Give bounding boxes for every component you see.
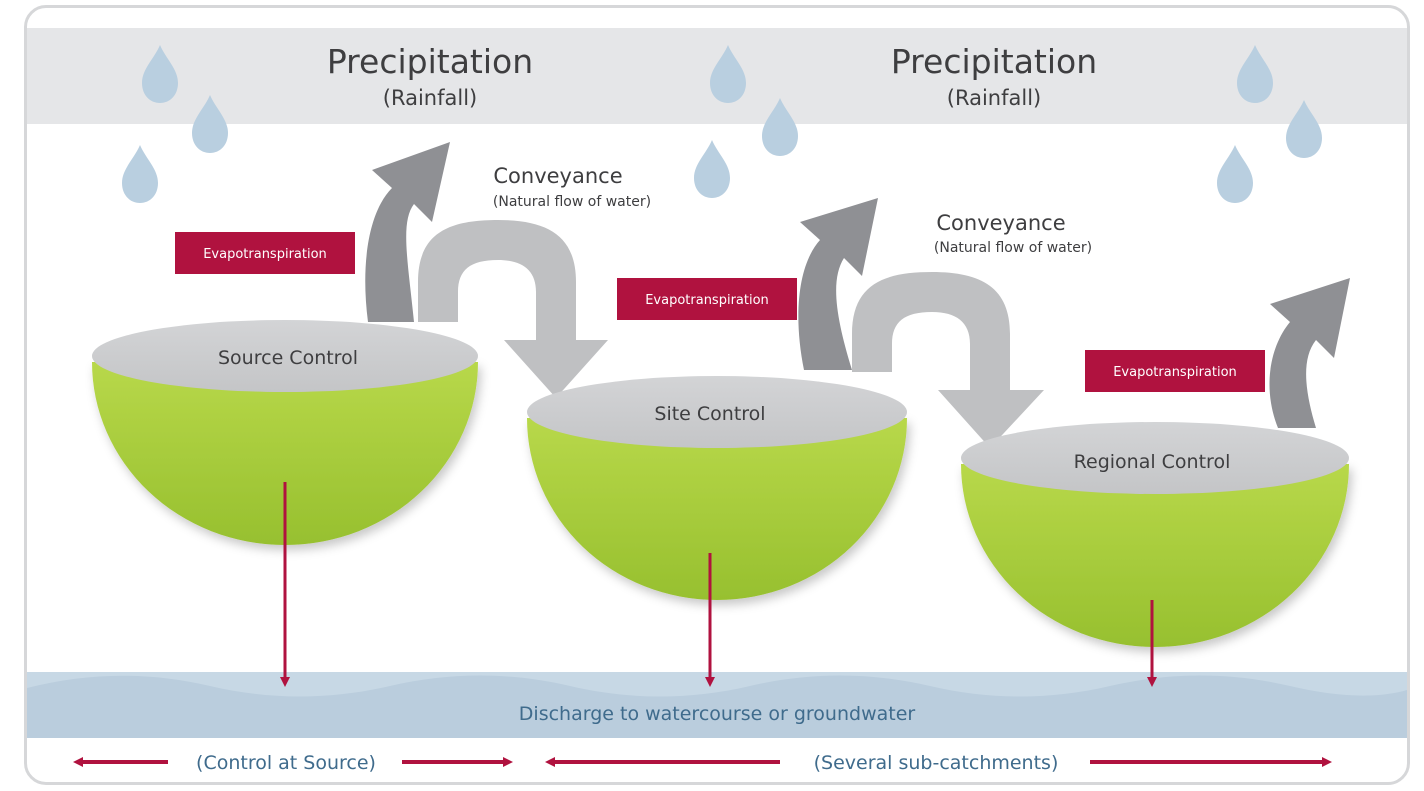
evapotranspiration-badge-3: Evapotranspiration [1085,350,1265,392]
site-control-label: Site Control [654,403,765,425]
svg-text:Evapotranspiration: Evapotranspiration [645,293,769,308]
conveyance-arrows [418,220,1044,448]
discharge-arrows [280,482,1157,687]
raindrop-icon [122,145,158,203]
raindrop-icon [1217,145,1253,203]
raindrop-icon [694,140,730,198]
conveyance-subtitle-2: (Natural flow of water) [934,240,1092,256]
conveyance-title-2: Conveyance [936,211,1065,235]
evapotranspiration-badge-1: Evapotranspiration [175,232,355,274]
discharge-band [27,672,1407,738]
conveyance-arrow-1 [418,220,608,398]
conveyance-title-1: Conveyance [493,164,622,188]
precipitation-title-2: Precipitation [891,42,1097,81]
conveyance-subtitle-1: (Natural flow of water) [493,194,651,210]
evapotranspiration-arrow-3 [1269,278,1350,428]
site-control-bowl: Site Control [527,376,907,600]
svg-text:Evapotranspiration: Evapotranspiration [1113,365,1237,380]
discharge-label: Discharge to watercourse or groundwater [519,703,916,725]
evapotranspiration-arrows [365,142,1350,428]
source-control-bowl: Source Control [92,320,478,545]
precipitation-subtitle-2: (Rainfall) [947,86,1041,110]
precipitation-subtitle-1: (Rainfall) [383,86,477,110]
regional-control-label: Regional Control [1074,451,1231,473]
evapotranspiration-arrow-2 [798,198,878,370]
evapotranspiration-arrow-1 [365,142,450,322]
svg-text:Evapotranspiration: Evapotranspiration [203,247,327,262]
control-at-source-label: (Control at Source) [196,752,376,774]
regional-control-bowl: Regional Control [961,422,1349,647]
precipitation-title-1: Precipitation [327,42,533,81]
conveyance-arrow-2 [852,272,1044,448]
evapotranspiration-badge-2: Evapotranspiration [617,278,797,320]
source-control-label: Source Control [218,347,358,369]
several-sub-catchments-label: (Several sub-catchments) [814,752,1059,774]
